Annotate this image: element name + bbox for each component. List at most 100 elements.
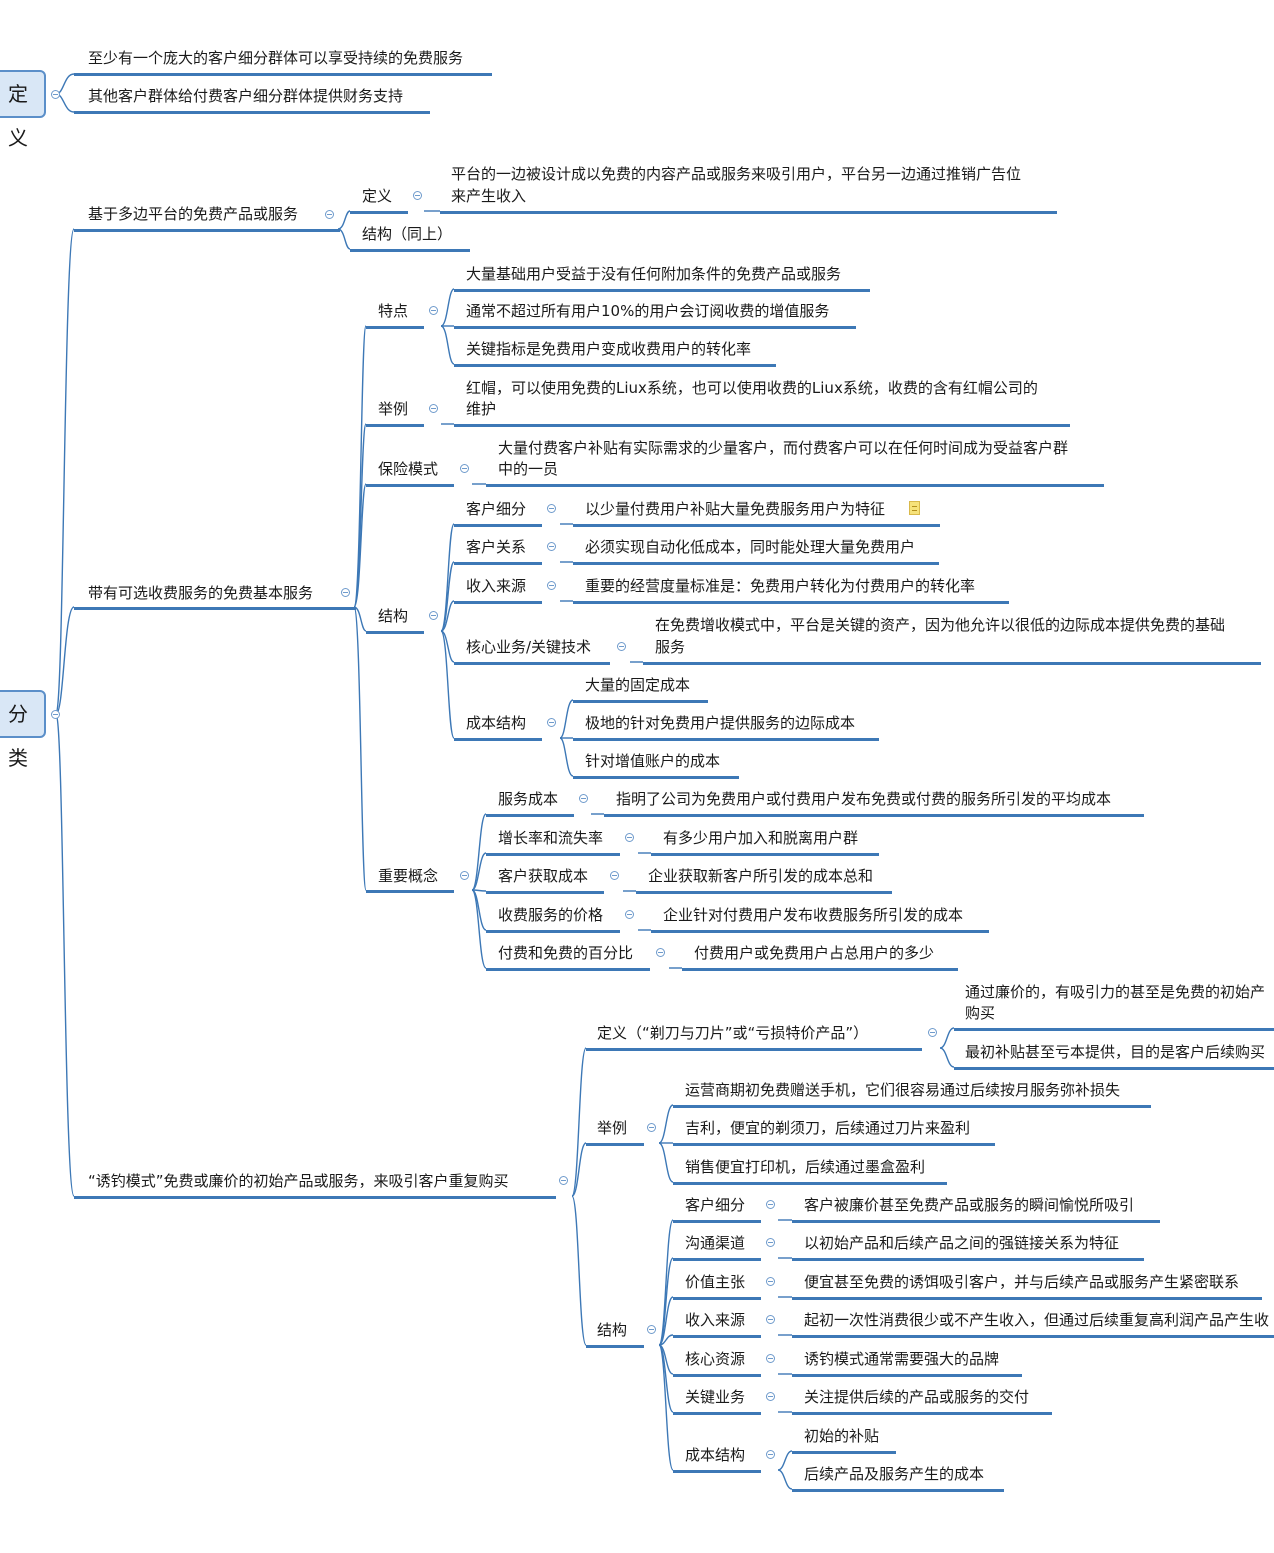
- collapse-circle-icon[interactable]: [51, 710, 60, 719]
- collapse-circle-icon[interactable]: [413, 191, 422, 200]
- s-customer-relationships-value[interactable]: 必须实现自动化低成本，同时能处理大量免费用户: [585, 538, 916, 556]
- collapse-circle-icon[interactable]: [617, 642, 626, 651]
- collapse-circle-icon[interactable]: [429, 611, 438, 620]
- collapse-circle-icon[interactable]: [325, 210, 334, 219]
- b3-definition-label[interactable]: 定义（“剃刀与刀片”或“亏损特价产品”）: [597, 1024, 869, 1042]
- b2-structure-label[interactable]: 结构: [378, 607, 409, 625]
- k-growth-churn-value[interactable]: 有多少用户加入和脱离用户群: [663, 829, 859, 847]
- b2-example-text-cont[interactable]: 维护: [466, 400, 497, 418]
- b3-example-label[interactable]: 举例: [597, 1119, 628, 1137]
- t-key-resources-value[interactable]: 诱钓模式通常需要强大的品牌: [804, 1350, 1000, 1368]
- b2-insurance-text-cont[interactable]: 中的一员: [498, 460, 559, 478]
- definition-item-1[interactable]: 至少有一个庞大的客户细分群体可以享受持续的免费服务: [88, 49, 464, 67]
- collapse-circle-icon[interactable]: [656, 948, 665, 957]
- t-key-activities-value[interactable]: 关注提供后续的产品或服务的交付: [804, 1388, 1030, 1406]
- branch-bait-hook[interactable]: “诱钓模式”免费或廉价的初始产品或服务，来吸引客户重复购买: [88, 1172, 509, 1190]
- s-cost-3[interactable]: 针对增值账户的成本: [585, 752, 721, 770]
- k-paid-free-ratio[interactable]: 付费和免费的百分比: [498, 944, 634, 962]
- b2-feature-2[interactable]: 通常不超过所有用户10%的用户会订阅收费的增值服务: [466, 302, 830, 320]
- collapse-circle-icon[interactable]: [766, 1238, 775, 1247]
- collapse-circle-icon[interactable]: [341, 588, 350, 597]
- collapse-circle-icon[interactable]: [460, 464, 469, 473]
- t-channels[interactable]: 沟通渠道: [685, 1234, 746, 1252]
- s-customer-segments[interactable]: 客户细分: [466, 500, 527, 518]
- s-core-business-value-cont[interactable]: 服务: [655, 638, 686, 656]
- collapse-circle-icon[interactable]: [429, 306, 438, 315]
- t-customer-segments[interactable]: 客户细分: [685, 1196, 746, 1214]
- b2-example-text[interactable]: 红帽，可以使用免费的Liux系统，也可以使用收费的Liux系统，收费的含有红帽公…: [466, 379, 1038, 397]
- note-icon[interactable]: [909, 501, 920, 515]
- s-revenue-streams[interactable]: 收入来源: [466, 577, 527, 595]
- collapse-circle-icon[interactable]: [647, 1123, 656, 1132]
- collapse-circle-icon[interactable]: [766, 1450, 775, 1459]
- branch-freemium[interactable]: 带有可选收费服务的免费基本服务: [88, 584, 314, 602]
- b3-example-3[interactable]: 销售便宜打印机，后续通过墨盒盈利: [685, 1158, 926, 1176]
- t-customer-segments-value[interactable]: 客户被廉价甚至免费产品或服务的瞬间愉悦所吸引: [804, 1196, 1135, 1214]
- b1-definition-text[interactable]: 平台的一边被设计成以免费的内容产品或服务来吸引用户，平台另一边通过推销广告位: [451, 165, 1022, 183]
- b2-feature-1[interactable]: 大量基础用户受益于没有任何附加条件的免费产品或服务: [466, 265, 842, 283]
- k-price-value[interactable]: 企业针对付费用户发布收费服务所引发的成本: [663, 906, 964, 924]
- collapse-circle-icon[interactable]: [625, 833, 634, 842]
- collapse-circle-icon[interactable]: [547, 581, 556, 590]
- b2-insurance-text[interactable]: 大量付费客户补贴有实际需求的少量客户，而付费客户可以在任何时间成为受益客户群: [498, 439, 1069, 457]
- collapse-circle-icon[interactable]: [625, 910, 634, 919]
- collapse-circle-icon[interactable]: [766, 1277, 775, 1286]
- s-core-business[interactable]: 核心业务/关键技术: [466, 638, 592, 656]
- t-value-proposition-value[interactable]: 便宜甚至免费的诱饵吸引客户，并与后续产品或服务产生紧密联系: [804, 1273, 1240, 1291]
- branch-multisided-platform[interactable]: 基于多边平台的免费产品或服务: [88, 205, 299, 223]
- s-customer-segments-value[interactable]: 以少量付费用户补贴大量免费服务用户为特征: [585, 500, 886, 518]
- b1-structure-label[interactable]: 结构（同上）: [362, 225, 453, 243]
- t-channels-value[interactable]: 以初始产品和后续产品之间的强链接关系为特征: [804, 1234, 1120, 1252]
- t-revenue-streams[interactable]: 收入来源: [685, 1311, 746, 1329]
- t-key-activities[interactable]: 关键业务: [685, 1388, 746, 1406]
- b3-structure-label[interactable]: 结构: [597, 1321, 628, 1339]
- b3-example-2[interactable]: 吉利，便宜的剃须刀，后续通过刀片来盈利: [685, 1119, 971, 1137]
- b2-feature-3[interactable]: 关键指标是免费用户变成收费用户的转化率: [466, 340, 752, 358]
- collapse-circle-icon[interactable]: [547, 542, 556, 551]
- t-key-resources[interactable]: 核心资源: [685, 1350, 746, 1368]
- s-customer-relationships[interactable]: 客户关系: [466, 538, 527, 556]
- s-core-business-value[interactable]: 在免费增收模式中，平台是关键的资产，因为他允许以很低的边际成本提供免费的基础: [655, 616, 1226, 634]
- t-cost-2[interactable]: 后续产品及服务产生的成本: [804, 1465, 985, 1483]
- k-acquisition-cost[interactable]: 客户获取成本: [498, 867, 589, 885]
- collapse-circle-icon[interactable]: [579, 794, 588, 803]
- collapse-circle-icon[interactable]: [429, 404, 438, 413]
- t-cost-structure[interactable]: 成本结构: [685, 1446, 746, 1464]
- b2-concepts-label[interactable]: 重要概念: [378, 867, 439, 885]
- collapse-circle-icon[interactable]: [928, 1028, 937, 1037]
- b3-definition-1-cont[interactable]: 购买: [965, 1004, 996, 1022]
- b1-definition-label[interactable]: 定义: [362, 187, 393, 205]
- b2-features-label[interactable]: 特点: [378, 302, 409, 320]
- b2-example-label[interactable]: 举例: [378, 400, 409, 418]
- k-acquisition-cost-value[interactable]: 企业获取新客户所引发的成本总和: [648, 867, 874, 885]
- t-value-proposition[interactable]: 价值主张: [685, 1273, 746, 1291]
- root-node-definition[interactable]: 定义: [0, 70, 46, 150]
- b2-insurance-label[interactable]: 保险模式: [378, 460, 439, 478]
- collapse-circle-icon[interactable]: [647, 1325, 656, 1334]
- k-paid-free-ratio-value[interactable]: 付费用户或免费用户占总用户的多少: [694, 944, 935, 962]
- collapse-circle-icon[interactable]: [766, 1200, 775, 1209]
- collapse-circle-icon[interactable]: [460, 871, 469, 880]
- root-node-classification[interactable]: 分类: [0, 690, 46, 770]
- k-service-cost[interactable]: 服务成本: [498, 790, 559, 808]
- s-revenue-streams-value[interactable]: 重要的经营度量标准是：免费用户转化为付费用户的转化率: [585, 577, 976, 595]
- b3-definition-1[interactable]: 通过廉价的，有吸引力的甚至是免费的初始产: [965, 983, 1266, 1001]
- collapse-circle-icon[interactable]: [766, 1392, 775, 1401]
- collapse-circle-icon[interactable]: [610, 871, 619, 880]
- b3-example-1[interactable]: 运营商期初免费赠送手机，它们很容易通过后续按月服务弥补损失: [685, 1081, 1121, 1099]
- k-price[interactable]: 收费服务的价格: [498, 906, 604, 924]
- collapse-circle-icon[interactable]: [547, 504, 556, 513]
- b3-definition-2[interactable]: 最初补贴甚至亏本提供，目的是客户后续购买: [965, 1043, 1266, 1061]
- k-growth-churn[interactable]: 增长率和流失率: [498, 829, 604, 847]
- s-cost-1[interactable]: 大量的固定成本: [585, 676, 691, 694]
- collapse-circle-icon[interactable]: [766, 1315, 775, 1324]
- definition-item-2[interactable]: 其他客户群体给付费客户细分群体提供财务支持: [88, 87, 404, 105]
- collapse-circle-icon[interactable]: [766, 1354, 775, 1363]
- s-cost-2[interactable]: 极地的针对免费用户提供服务的边际成本: [585, 714, 856, 732]
- collapse-circle-icon[interactable]: [547, 718, 556, 727]
- collapse-circle-icon[interactable]: [559, 1176, 568, 1185]
- t-revenue-streams-value[interactable]: 起初一次性消费很少或不产生收入，但通过后续重复高利润产品产生收: [804, 1311, 1270, 1329]
- s-cost-structure[interactable]: 成本结构: [466, 714, 527, 732]
- collapse-circle-icon[interactable]: [51, 90, 60, 99]
- k-service-cost-value[interactable]: 指明了公司为免费用户或付费用户发布免费或付费的服务所引发的平均成本: [616, 790, 1112, 808]
